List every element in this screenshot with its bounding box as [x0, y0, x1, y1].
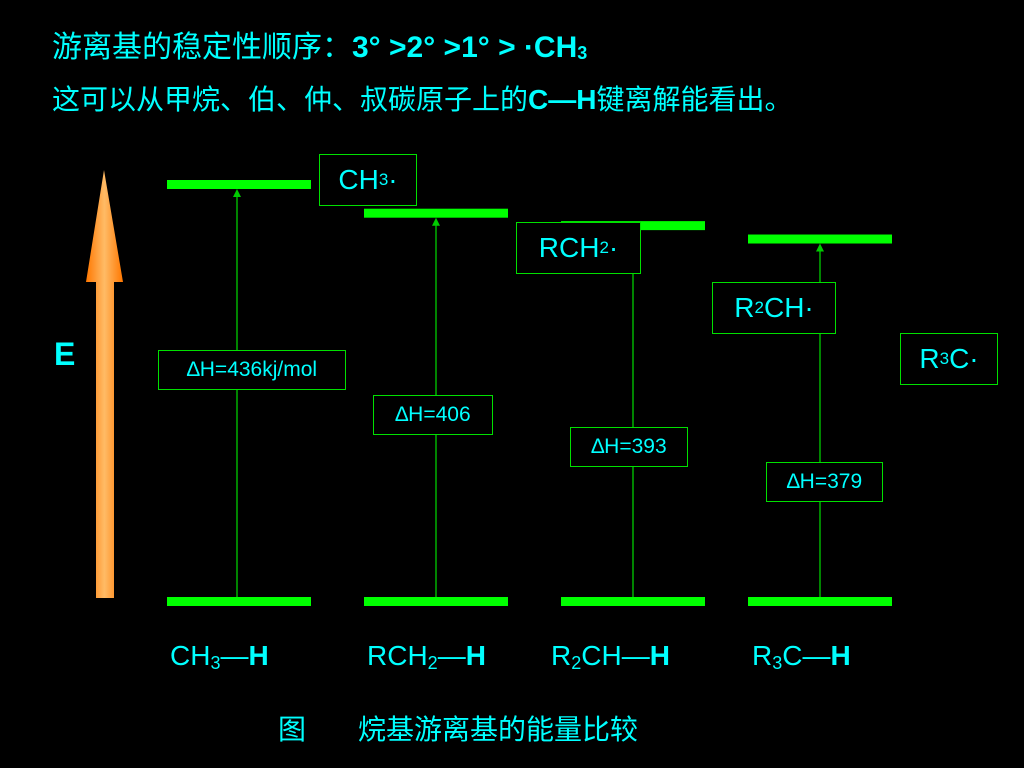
stability-order-subscript: 3 [577, 43, 588, 63]
bond-level-r2ch [561, 597, 705, 606]
arrowhead-r3c [816, 243, 824, 252]
title-line-2: 这可以从甲烷、伯、仲、叔碳原子上的C—H键离解能看出。 [52, 78, 792, 118]
bond-label-rch2-h: RCH2—H [367, 640, 486, 673]
enthalpy-label-r3c: ∆H=379 [766, 462, 883, 502]
enthalpy-label-r2ch: ∆H=393 [570, 427, 688, 467]
energy-arrow [86, 170, 123, 598]
radical-level-ch3 [167, 180, 311, 189]
arrowhead-ch3 [233, 189, 241, 197]
energy-axis-label: E [54, 336, 76, 372]
stability-order: 3° >2° >1° > ·CH [352, 31, 578, 64]
radical-level-rch2 [364, 208, 508, 218]
bond-label-r3c-h: R3C—H [752, 640, 851, 673]
bond-level-r3c [748, 597, 892, 606]
figure-caption: 图 烷基游离基的能量比较 [278, 708, 638, 748]
bond-level-ch3 [167, 597, 311, 606]
title-line-2-bond: C—H [528, 84, 597, 115]
enthalpy-label-ch3: ∆H=436kj/mol [158, 350, 346, 390]
arrowhead-rch2 [432, 217, 440, 226]
caption-text: 烷基游离基的能量比较 [358, 713, 639, 746]
radical-level-r3c [748, 234, 892, 244]
title-line-1: 游离基的稳定性顺序：3° >2° >1° > ·CH3 [52, 22, 587, 66]
title-line-2-pre: 这可以从甲烷、伯、仲、叔碳原子上的 [52, 83, 529, 116]
enthalpy-label-rch2: ∆H=406 [373, 395, 493, 435]
title-line-2-post: 键离解能看出。 [596, 83, 793, 116]
title-line-1-text: 游离基的稳定性顺序： [52, 30, 352, 65]
bond-label-r2ch-h: R2CH—H [551, 640, 670, 673]
bond-level-rch2 [364, 597, 508, 606]
caption-prefix: 图 [278, 713, 307, 746]
bond-label-ch3-h: CH3—H [170, 640, 269, 673]
